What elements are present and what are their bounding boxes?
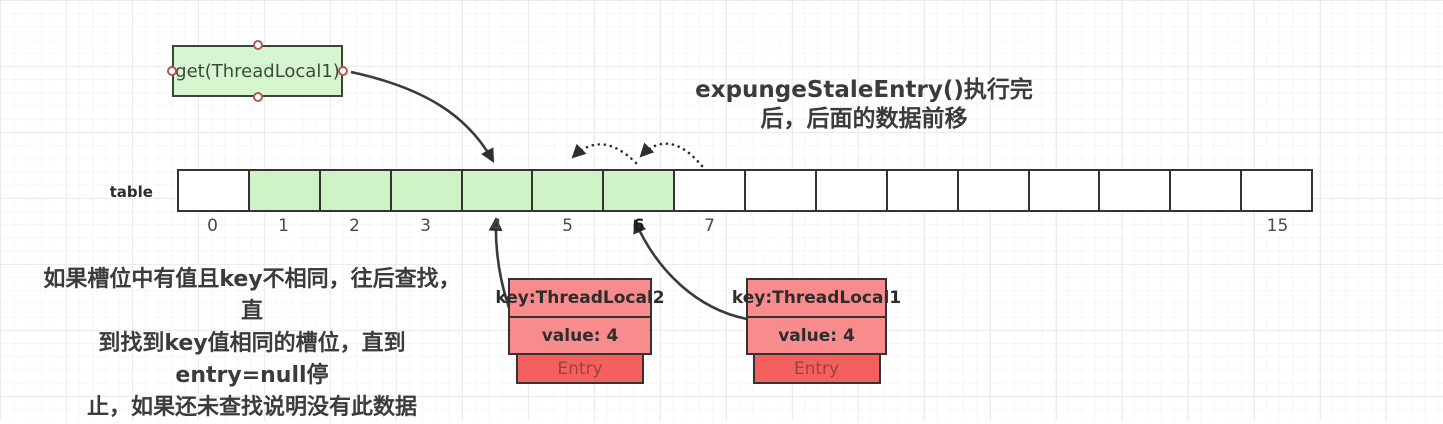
slot-index-label	[1029, 216, 1100, 236]
title-line: expungeStaleEntry()执行完	[695, 77, 1033, 103]
table-index-row: 0 1 2 3 4 5 6 7 15	[177, 216, 1313, 236]
table-slot[interactable]	[1169, 169, 1243, 212]
table-slot-6[interactable]	[602, 169, 676, 212]
table-slot[interactable]	[956, 169, 1030, 212]
table-slot[interactable]	[1027, 169, 1101, 212]
table-slot[interactable]	[885, 169, 959, 212]
table-slot-7[interactable]	[673, 169, 746, 212]
table-slot-2[interactable]	[318, 169, 392, 212]
get-to-slot4-arrow	[350, 70, 495, 163]
note-line: 到找到key值相同的槽位，直到entry=null停	[98, 331, 406, 388]
table-slot-15[interactable]	[1240, 169, 1313, 212]
entry-value-row: value: 4	[746, 316, 887, 355]
slot-index-label	[816, 216, 887, 236]
slot-index-label: 7	[704, 216, 715, 236]
connection-point-top[interactable]	[252, 40, 263, 50]
table-slot-0[interactable]	[177, 169, 250, 212]
table-slot[interactable]	[1098, 169, 1172, 212]
slot-index-label: 2	[349, 216, 360, 236]
entry-footer: Entry	[516, 353, 644, 384]
connection-point-left[interactable]	[167, 66, 177, 76]
title-line: 后，后面的数据前移	[760, 106, 968, 132]
get-box-label: get(ThreadLocal1)	[175, 60, 340, 82]
title-annotation: expungeStaleEntry()执行完 后，后面的数据前移	[688, 76, 1040, 134]
entry-key-row: key:ThreadLocal2	[495, 278, 665, 318]
slot-index-label: 1	[278, 216, 289, 236]
slot-index-label: 0	[207, 216, 218, 236]
slot-index-label	[745, 216, 816, 236]
get-threadlocal1-shape[interactable]: get(ThreadLocal1)	[167, 40, 348, 102]
slot-index-label: 4	[491, 216, 502, 236]
note-annotation: 如果槽位中有值且key不相同，往后查找，直 到找到key值相同的槽位，直到ent…	[36, 264, 468, 424]
shift-arc-slot7-to-slot6	[639, 142, 704, 168]
table-label: table	[109, 183, 153, 201]
table-array	[177, 169, 1313, 212]
entry-footer: Entry	[752, 353, 881, 384]
table-slot[interactable]	[814, 169, 888, 212]
slot-index-label	[958, 216, 1029, 236]
entry-value-row: value: 4	[508, 316, 652, 355]
slot-index-label: 3	[420, 216, 431, 236]
table-slot[interactable]	[744, 169, 817, 212]
table-slot-4[interactable]	[460, 169, 534, 212]
slot-index-label: 6	[632, 216, 645, 236]
table-slot-5[interactable]	[531, 169, 605, 212]
entry-node-threadlocal2[interactable]: key:ThreadLocal2 value: 4 Entry	[495, 278, 665, 384]
connection-point-right[interactable]	[338, 66, 348, 76]
note-line: 止，如果还未查找说明没有此数据	[86, 395, 417, 420]
connection-point-bottom[interactable]	[252, 92, 263, 102]
slot-index-label	[1100, 216, 1171, 236]
note-line: 如果槽位中有值且key不相同，往后查找，直	[43, 267, 461, 324]
entry-node-threadlocal1[interactable]: key:ThreadLocal1 value: 4 Entry	[732, 278, 901, 384]
slot-index-label	[1171, 216, 1242, 236]
slot-index-label: 15	[1266, 216, 1289, 236]
entry-key-row: key:ThreadLocal1	[732, 278, 901, 318]
table-slot-1[interactable]	[247, 169, 321, 212]
slot-index-label: 5	[562, 216, 573, 236]
table-slot-3[interactable]	[389, 169, 463, 212]
slot-index-label	[887, 216, 958, 236]
shift-arc-slot6-to-slot5	[571, 143, 638, 165]
